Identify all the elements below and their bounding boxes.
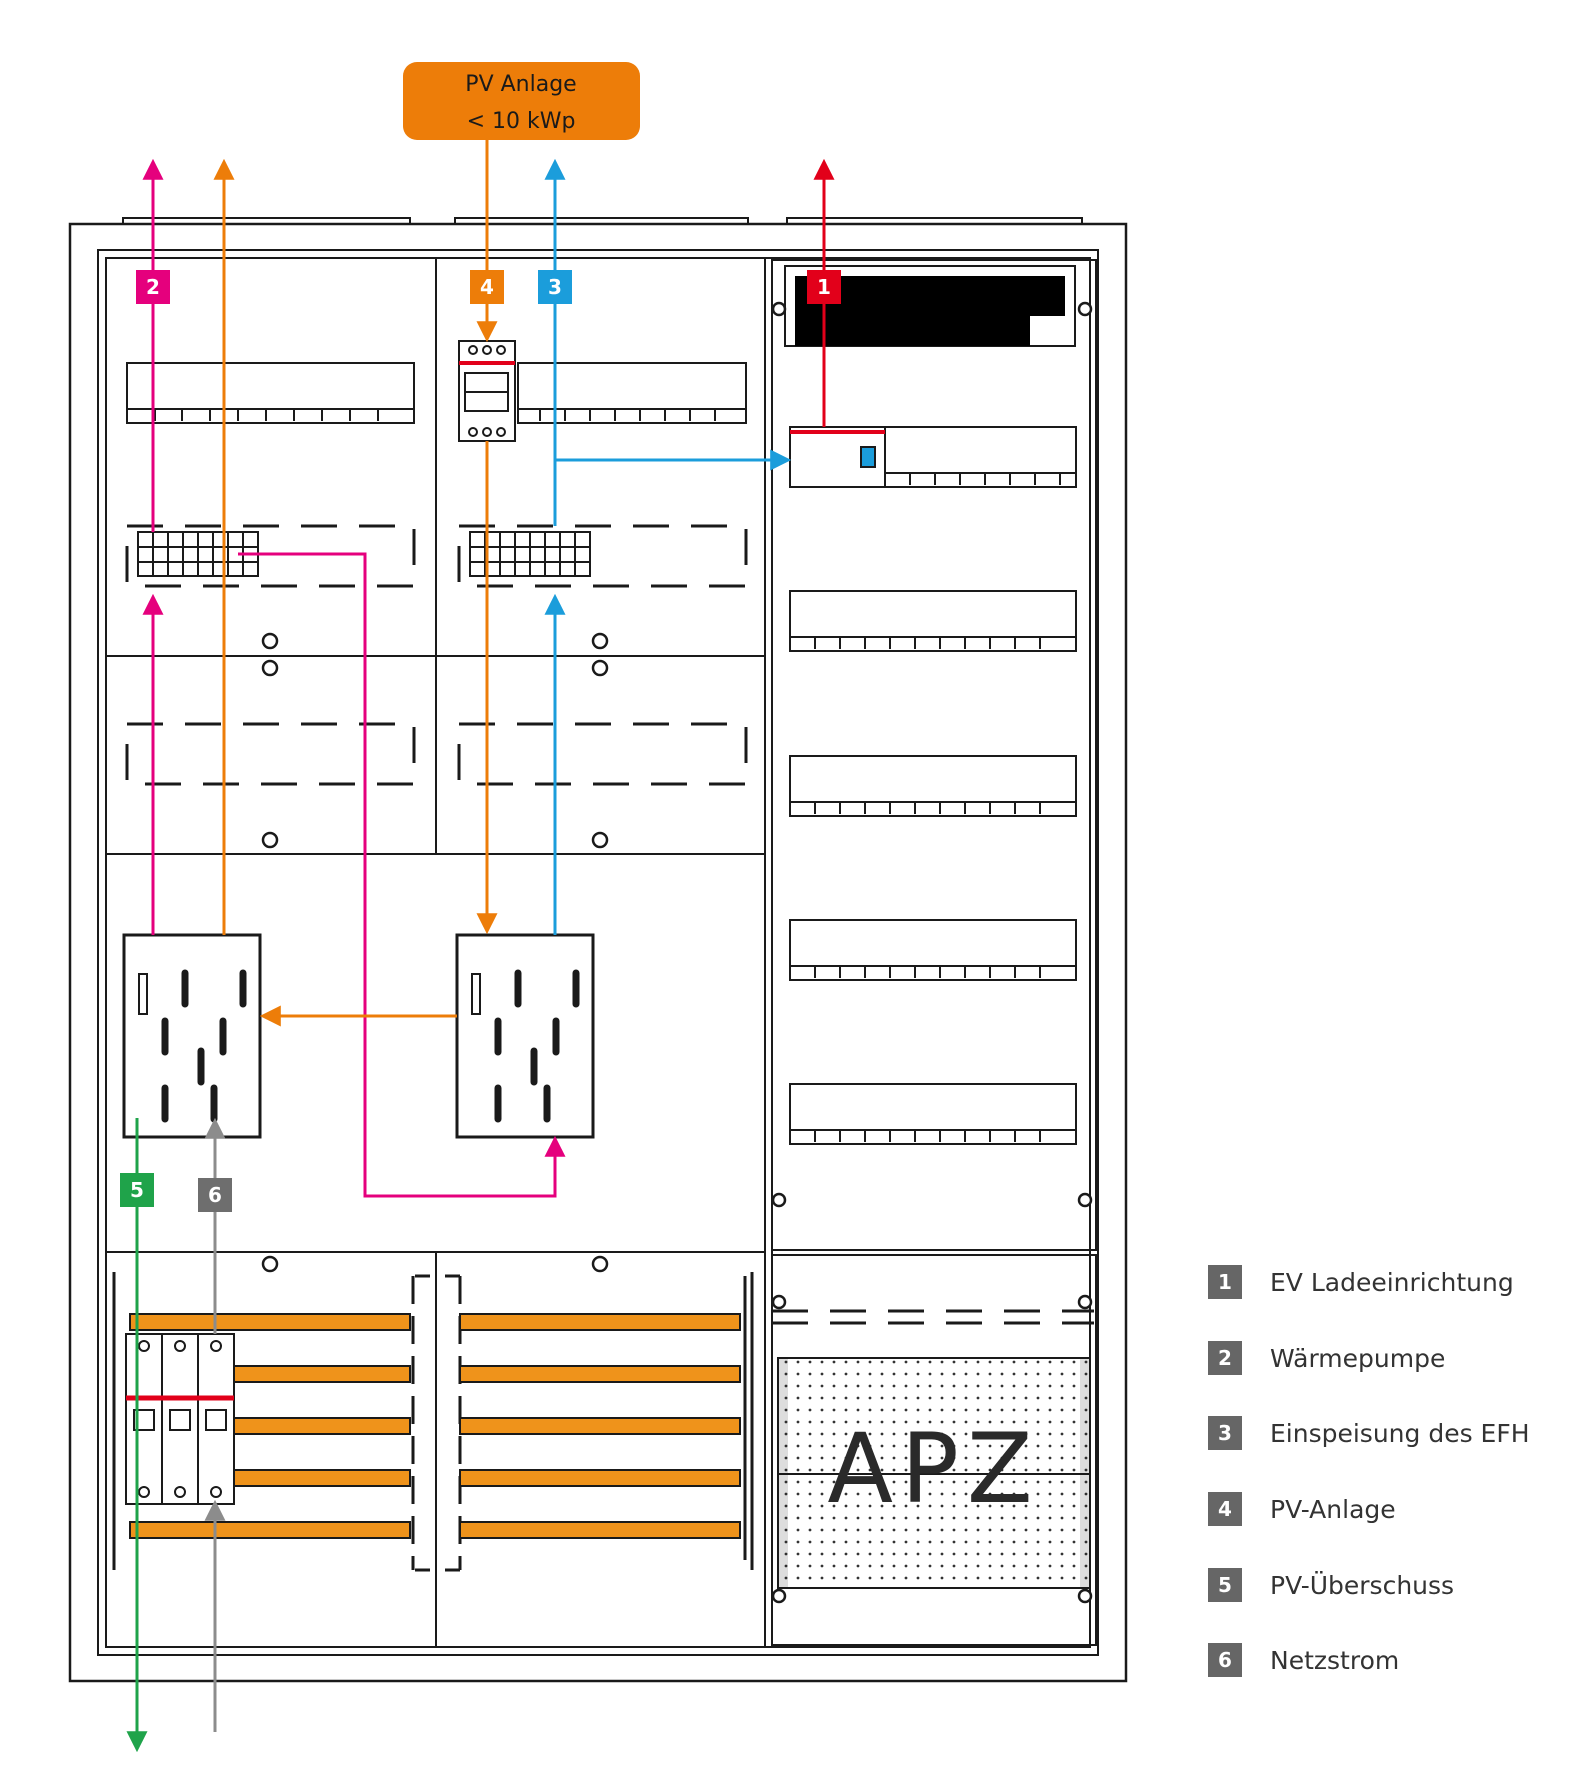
legend-label: Einspeisung des EFH bbox=[1270, 1419, 1530, 1448]
apz-area bbox=[777, 1357, 1091, 1589]
legend-item-2: 2 Wärmepumpe bbox=[1208, 1341, 1445, 1375]
badge-2-number: 2 bbox=[146, 275, 160, 299]
pv-meter-device bbox=[458, 340, 516, 442]
legend-number: 2 bbox=[1218, 1346, 1232, 1370]
legend-label: Netzstrom bbox=[1270, 1646, 1399, 1675]
pv-anlage-box: PV Anlage < 10 kWp bbox=[403, 62, 640, 140]
badge-1-number: 1 bbox=[817, 275, 831, 299]
legend-number: 3 bbox=[1218, 1421, 1232, 1445]
legend-item-3: 3 Einspeisung des EFH bbox=[1208, 1416, 1530, 1450]
badge-3: 3 bbox=[538, 270, 572, 304]
legend-item-4: 4 PV-Anlage bbox=[1208, 1492, 1396, 1526]
legend-item-5: 5 PV-Überschuss bbox=[1208, 1568, 1454, 1602]
legend-label: PV-Anlage bbox=[1270, 1495, 1396, 1524]
din-rail-top-middle bbox=[517, 362, 747, 424]
legend-item-6: 6 Netzstrom bbox=[1208, 1643, 1399, 1677]
legend-number: 5 bbox=[1218, 1573, 1232, 1597]
din-rail-top-left bbox=[126, 362, 415, 424]
badge-4-number: 4 bbox=[480, 275, 494, 299]
legend-label: PV-Überschuss bbox=[1270, 1571, 1454, 1600]
badge-5-number: 5 bbox=[130, 1178, 144, 1202]
legend-number: 6 bbox=[1218, 1648, 1232, 1672]
right-din-rails bbox=[789, 590, 1077, 1145]
main-breaker bbox=[125, 1333, 235, 1505]
terminal-block-middle bbox=[469, 531, 591, 577]
cabinet bbox=[68, 217, 1128, 1683]
legend-label: EV Ladeeinrichtung bbox=[1270, 1268, 1514, 1297]
legend-item-1: 1 EV Ladeeinrichtung bbox=[1208, 1265, 1514, 1299]
badge-5: 5 bbox=[120, 1173, 154, 1207]
right-top-black-module bbox=[784, 265, 1076, 347]
legend-label: Wärmepumpe bbox=[1270, 1344, 1445, 1373]
badge-6: 6 bbox=[198, 1178, 232, 1212]
legend: 1 EV Ladeeinrichtung 2 Wärmepumpe 3 Eins… bbox=[1208, 1265, 1530, 1677]
pv-box-line2: < 10 kWp bbox=[467, 109, 576, 134]
screws bbox=[261, 301, 1093, 1604]
badge-4: 4 bbox=[470, 270, 504, 304]
badge-3-number: 3 bbox=[548, 275, 562, 299]
legend-number: 1 bbox=[1218, 1270, 1232, 1294]
legend-number: 4 bbox=[1218, 1497, 1232, 1521]
badge-1: 1 bbox=[807, 270, 841, 304]
line-heatpump-loop bbox=[238, 552, 566, 1198]
meter-middle bbox=[455, 933, 595, 1139]
meter-left bbox=[122, 933, 262, 1139]
pv-box-line1: PV Anlage bbox=[465, 72, 576, 97]
badge-2: 2 bbox=[136, 270, 170, 304]
apz-label: APZ bbox=[827, 1413, 1040, 1525]
badge-6-number: 6 bbox=[208, 1183, 222, 1207]
dashed-rails bbox=[125, 524, 1094, 1325]
ev-charger-module bbox=[789, 426, 1077, 488]
